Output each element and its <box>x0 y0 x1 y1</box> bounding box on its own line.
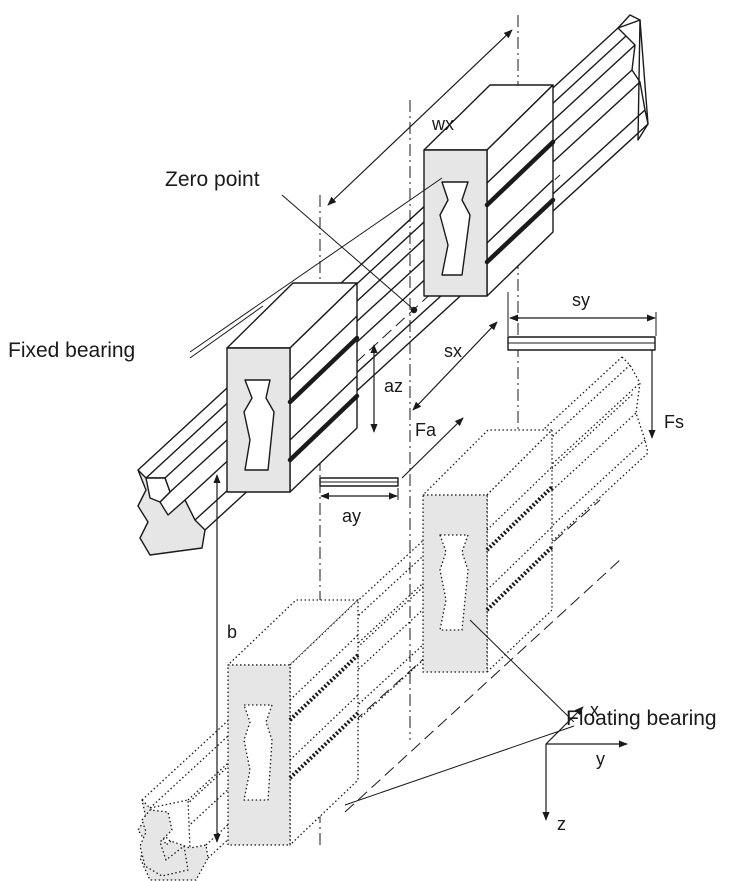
zero-point-marker <box>281 194 418 314</box>
label-b: b <box>227 622 237 642</box>
label-fa: Fa <box>415 420 437 440</box>
label-floating-bearing: Floating bearing <box>566 707 717 730</box>
label-fixed-bearing: Fixed bearing <box>8 339 135 362</box>
label-sx: sx <box>444 341 462 361</box>
dimension-arrows <box>213 29 657 843</box>
label-az: az <box>384 376 403 396</box>
label-sy: sy <box>572 290 590 310</box>
floating-block-left <box>227 599 360 846</box>
label-fs: Fs <box>664 412 684 432</box>
fixed-rail <box>137 14 649 556</box>
label-wx: wx <box>431 114 454 134</box>
label-axis-z: z <box>557 814 566 834</box>
floating-block-right <box>422 429 554 673</box>
label-axis-y: y <box>596 749 605 769</box>
floating-rail <box>137 356 649 881</box>
fixed-block-left <box>226 282 360 493</box>
load-bar-ay <box>319 477 399 487</box>
label-axis-x: x <box>590 700 599 720</box>
label-ay: ay <box>342 506 361 526</box>
label-zero-point: Zero point <box>165 168 260 191</box>
coordinate-axes <box>542 706 628 821</box>
leader-lines <box>189 177 575 806</box>
load-bar-sy <box>507 336 656 351</box>
